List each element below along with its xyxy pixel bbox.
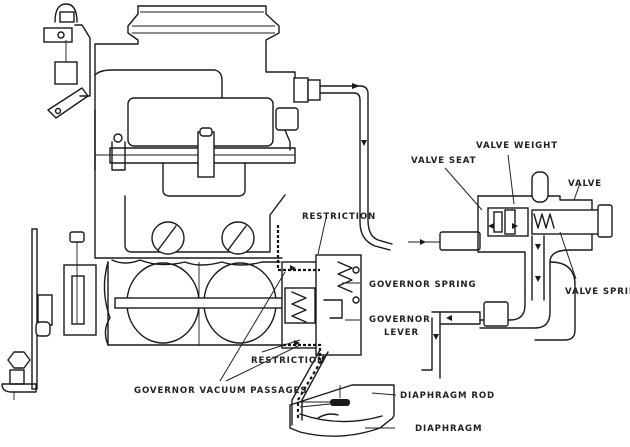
label-governor-vacuum-passages: GOVERNOR VACUUM PASSAGES	[134, 386, 307, 396]
throttle-body	[94, 159, 291, 346]
label-valve-seat: VALVE SEAT	[411, 156, 476, 166]
label-valve: VALVE	[568, 179, 602, 189]
label-restriction-top: RESTRICTION	[302, 212, 376, 222]
return-tube	[408, 239, 481, 379]
fuel-line	[275, 77, 393, 251]
air-horn	[94, 5, 296, 161]
leader-lines	[219, 154, 581, 429]
labels: VALVE WEIGHT VALVE SEAT VALVE RESTRICTIO…	[134, 141, 630, 434]
choke-linkage	[43, 3, 96, 171]
label-valve-weight: VALVE WEIGHT	[476, 141, 558, 151]
governor-valve	[439, 171, 613, 341]
label-governor-spring: GOVERNOR SPRING	[369, 280, 476, 290]
label-governor-lever-line1: GOVERNOR	[369, 315, 431, 325]
governor-housing	[276, 225, 362, 360]
label-restriction-bottom: RESTRICTION	[251, 356, 325, 366]
label-diaphragm-rod: DIAPHRAGM ROD	[400, 391, 495, 401]
label-governor-lever-line2: LEVER	[384, 328, 419, 338]
throttle-linkage	[1, 228, 97, 400]
vacuum-passage-diagonal	[291, 349, 329, 426]
label-valve-spring: VALVE SPRING	[565, 287, 630, 297]
label-diaphragm: DIAPHRAGM	[415, 424, 482, 434]
float-bowl	[95, 97, 296, 197]
